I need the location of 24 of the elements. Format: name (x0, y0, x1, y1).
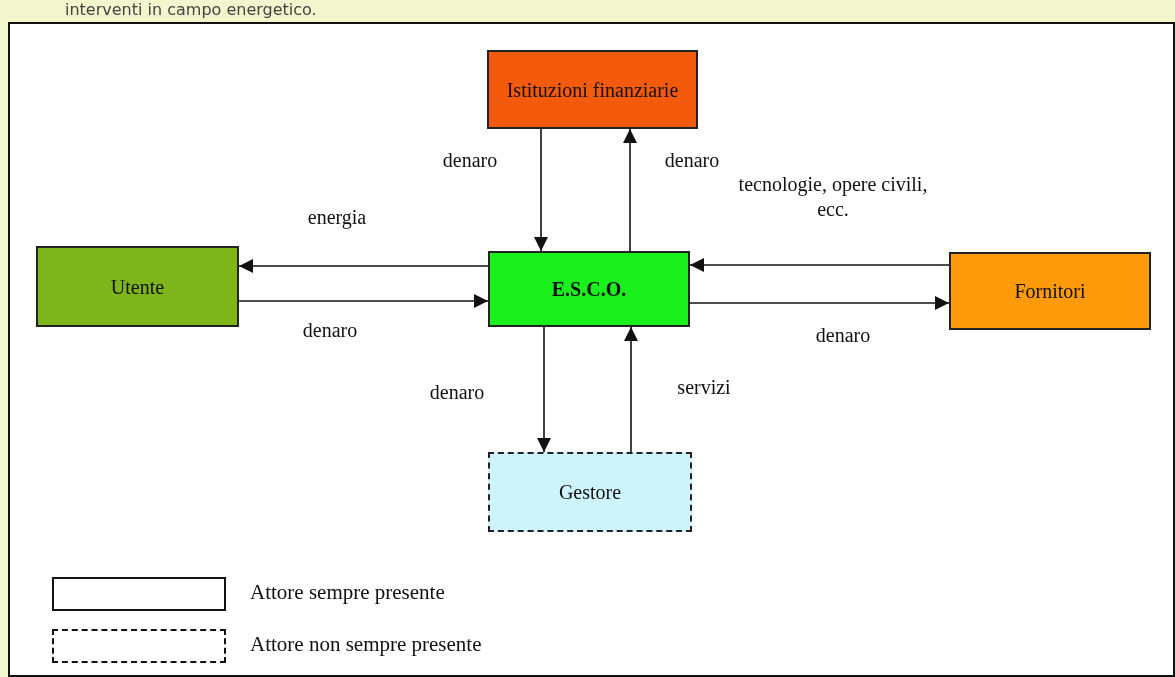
arrow (689, 258, 950, 272)
edge-label: denaro (301, 318, 359, 343)
edge-label: denaro (814, 323, 872, 348)
legend-label: Attore non sempre presente (250, 632, 482, 657)
actor-box: Gestore (488, 452, 692, 532)
edge-label: tecnologie, opere civili, ecc. (737, 172, 929, 222)
edge-label: energia (306, 205, 368, 230)
edge-label: servizi (676, 375, 732, 400)
arrow (238, 259, 489, 273)
arrow (689, 296, 950, 310)
arrow (537, 326, 551, 453)
edge-label: denaro (441, 148, 499, 173)
actor-box: Fornitori (949, 252, 1151, 330)
caption-text: interventi in campo energetico. (65, 0, 317, 20)
arrow (238, 294, 489, 308)
arrow (623, 128, 637, 252)
actor-box: Istituzioni finanziarie (487, 50, 698, 129)
arrow (534, 128, 548, 252)
actor-box: Utente (36, 246, 239, 327)
arrow (624, 326, 638, 453)
edge-label: denaro (428, 380, 486, 405)
edge-label: denaro (663, 148, 721, 173)
legend-label: Attore sempre presente (250, 580, 445, 605)
actor-box: E.S.C.O. (488, 251, 690, 327)
